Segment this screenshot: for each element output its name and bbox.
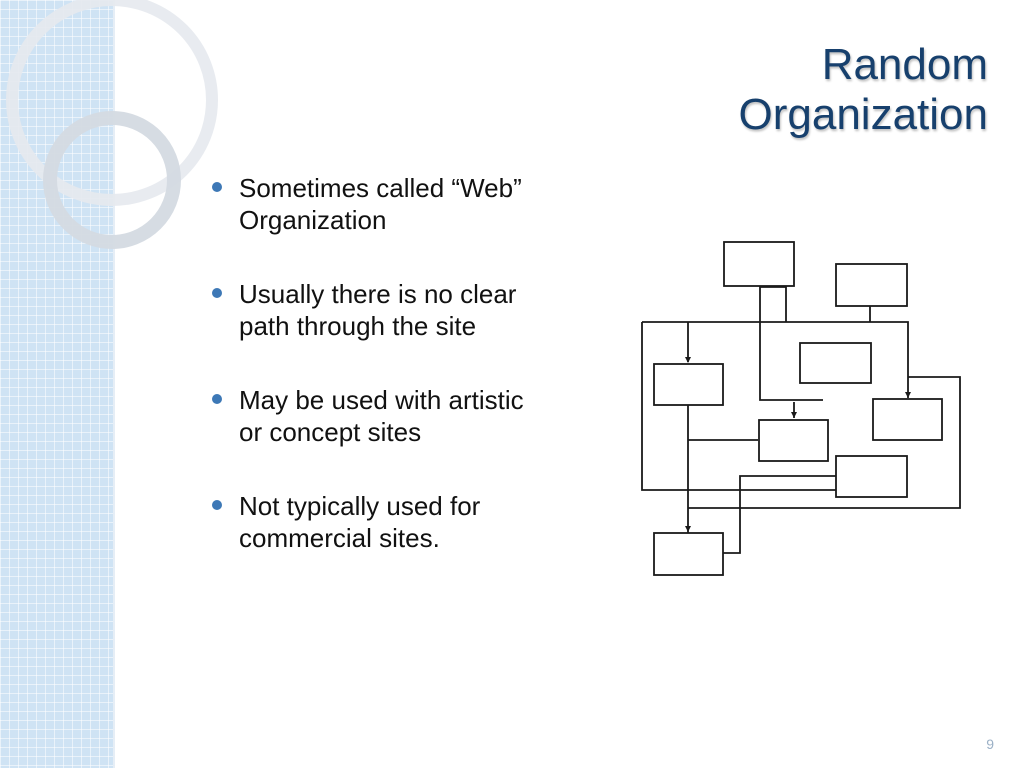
arrowhead — [685, 357, 691, 363]
connector-line — [641, 322, 836, 491]
decorative-rings — [6, 0, 218, 249]
diagram-node — [758, 419, 829, 462]
bullet-text: Sometimes called “Web” Organization — [239, 173, 522, 235]
slide-title: Random Organization — [568, 40, 988, 140]
connector-line — [688, 376, 961, 509]
diagram-node — [872, 398, 943, 441]
title-line-2: Organization — [738, 90, 988, 139]
page-number: 9 — [986, 736, 994, 752]
bullet-item: May be used with artistic or concept sit… — [212, 384, 552, 448]
bullet-item: Not typically used for commercial sites. — [212, 490, 552, 554]
connector-line — [723, 475, 836, 554]
diagram-node — [653, 363, 724, 406]
bullet-dot-icon — [212, 182, 222, 192]
random-organization-diagram — [641, 241, 961, 576]
arrowhead — [905, 392, 911, 398]
arrowhead — [685, 526, 691, 532]
diagram-node — [723, 241, 795, 287]
arrowhead — [791, 412, 797, 418]
diagram-node — [835, 455, 908, 498]
bullet-dot-icon — [212, 288, 222, 298]
bullet-dot-icon — [212, 500, 222, 510]
connector-line — [759, 286, 823, 401]
bullet-text: Usually there is no clear path through t… — [239, 279, 517, 341]
bullet-item: Sometimes called “Web” Organization — [212, 172, 552, 236]
connector-line — [642, 321, 909, 398]
bullet-text: Not typically used for commercial sites. — [239, 491, 481, 553]
bullet-dot-icon — [212, 394, 222, 404]
diagram-node — [653, 532, 724, 576]
title-line-1: Random — [821, 40, 988, 89]
diagram-node — [799, 342, 872, 384]
diagram-node — [835, 263, 908, 307]
bullet-item: Usually there is no clear path through t… — [212, 278, 552, 342]
side-band-edge — [113, 0, 115, 768]
ring-large — [6, 0, 218, 206]
connector-line — [760, 286, 787, 322]
bullet-text: May be used with artistic or concept sit… — [239, 385, 524, 447]
ring-small — [43, 111, 181, 249]
bullet-list: Sometimes called “Web” Organization Usua… — [212, 172, 552, 596]
